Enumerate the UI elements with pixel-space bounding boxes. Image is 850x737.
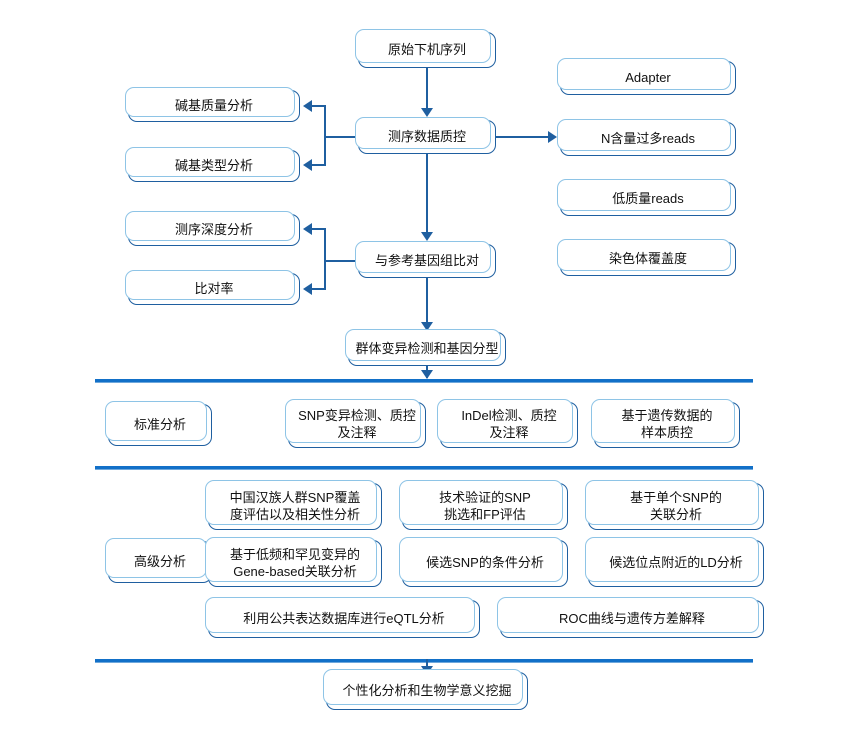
node-roc-genetic-variance-label: ROC曲线与遗传方差解释	[559, 610, 705, 626]
node-single-snp-association[interactable]: 基于单个SNP的 关联分析	[585, 480, 764, 530]
node-low-quality-reads[interactable]: 低质量reads	[557, 179, 736, 216]
node-gene-based-association-label: 基于低频和罕见变异的 Gene-based关联分析	[229, 546, 360, 579]
divider-final-analysis	[95, 659, 753, 664]
node-candidate-snp-conditional-label: 候选SNP的条件分析	[426, 555, 544, 571]
node-base-quality-analysis-label: 碱基质量分析	[174, 97, 253, 113]
node-indel-calling-qc-annotation-label: InDel检测、质控 及注释	[461, 408, 557, 440]
node-candidate-locus-ld-label: 候选位点附近的LD分析	[609, 555, 743, 571]
node-han-snp-coverage-correlation[interactable]: 中国汉族人群SNP覆盖 度评估以及相关性分析	[205, 480, 382, 530]
node-public-expression-eqtl[interactable]: 利用公共表达数据库进行eQTL分析	[205, 597, 480, 638]
node-genetic-data-sample-qc-label: 基于遗传数据的 样本质控	[621, 408, 713, 440]
node-validated-snp-fp-assessment[interactable]: 技术验证的SNP 挑选和FP评估	[399, 480, 568, 530]
node-base-type-analysis[interactable]: 碱基类型分析	[125, 147, 300, 182]
arrow-align-to-variant	[421, 322, 433, 331]
divider-standard-analysis	[95, 379, 753, 384]
node-sequencing-depth-analysis[interactable]: 测序深度分析	[125, 211, 300, 246]
connector-qc-to-align	[426, 154, 429, 234]
node-raw-sequence-label: 原始下机序列	[387, 41, 466, 57]
arrow-qc-to-base-type	[303, 159, 312, 171]
node-candidate-snp-conditional[interactable]: 候选SNP的条件分析	[399, 537, 568, 587]
node-snp-calling-qc-annotation-label: SNP变异检测、质控 及注释	[298, 408, 416, 440]
node-n-content-reads[interactable]: N含量过多reads	[557, 119, 736, 156]
node-adapter-label: Adapter	[625, 69, 671, 85]
connector-qc-left-bus	[324, 106, 327, 166]
arrow-raw-to-qc	[421, 108, 433, 117]
connector-align-to-variant	[426, 278, 429, 324]
node-sequencing-qc[interactable]: 测序数据质控	[355, 117, 496, 154]
node-alignment-rate-label: 比对率	[194, 280, 234, 296]
node-gene-based-association[interactable]: 基于低频和罕见变异的 Gene-based关联分析	[205, 537, 382, 587]
node-n-content-reads-label: N含量过多reads	[601, 130, 695, 146]
node-personalized-biological-mining-label: 个性化分析和生物学意义挖掘	[342, 682, 512, 698]
connector-align-left-stem	[324, 260, 358, 263]
connector-qc-to-n-reads	[496, 136, 548, 139]
node-genetic-data-sample-qc[interactable]: 基于遗传数据的 样本质控	[591, 399, 740, 448]
node-raw-sequence[interactable]: 原始下机序列	[355, 29, 496, 68]
connector-raw-to-qc	[426, 68, 429, 110]
node-advanced-analysis-label[interactable]: 高级分析	[105, 538, 212, 583]
node-chromosome-coverage[interactable]: 染色体覆盖度	[557, 239, 736, 276]
connector-align-left-bus	[324, 228, 327, 290]
node-low-quality-reads-label: 低质量reads	[612, 190, 684, 206]
node-population-variant-genotyping-label: 群体变异检测和基因分型	[355, 340, 499, 356]
node-alignment-rate[interactable]: 比对率	[125, 270, 300, 305]
node-sequencing-depth-analysis-label: 测序深度分析	[174, 221, 253, 237]
arrow-align-to-rate	[303, 283, 312, 295]
divider-advanced-analysis	[95, 466, 753, 471]
node-single-snp-association-label: 基于单个SNP的 关联分析	[630, 489, 722, 522]
node-snp-calling-qc-annotation[interactable]: SNP变异检测、质控 及注释	[285, 399, 426, 448]
node-personalized-biological-mining[interactable]: 个性化分析和生物学意义挖掘	[323, 669, 528, 710]
node-sequencing-qc-label: 测序数据质控	[387, 128, 466, 144]
standard-analysis-label-text: 标准分析	[133, 416, 186, 432]
node-roc-genetic-variance[interactable]: ROC曲线与遗传方差解释	[497, 597, 764, 638]
connector-qc-left-stem	[324, 136, 358, 139]
arrow-variant-to-standard	[421, 370, 433, 379]
node-reference-alignment-label: 与参考基因组比对	[374, 252, 479, 268]
node-population-variant-genotyping[interactable]: 群体变异检测和基因分型	[345, 329, 506, 366]
connector-align-to-rate	[312, 288, 326, 291]
node-base-type-analysis-label: 碱基类型分析	[174, 157, 253, 173]
advanced-analysis-label-text: 高级分析	[133, 553, 186, 569]
node-base-quality-analysis[interactable]: 碱基质量分析	[125, 87, 300, 122]
node-han-snp-coverage-correlation-label: 中国汉族人群SNP覆盖 度评估以及相关性分析	[229, 489, 361, 522]
connector-align-to-depth	[312, 228, 326, 231]
node-indel-calling-qc-annotation[interactable]: InDel检测、质控 及注释	[437, 399, 578, 448]
connector-qc-to-base-quality	[312, 105, 326, 108]
arrow-qc-to-align	[421, 232, 433, 241]
node-reference-alignment[interactable]: 与参考基因组比对	[355, 241, 496, 278]
arrow-align-to-depth	[303, 223, 312, 235]
arrow-qc-to-n-reads	[548, 131, 557, 143]
node-chromosome-coverage-label: 染色体覆盖度	[608, 250, 687, 266]
node-public-expression-eqtl-label: 利用公共表达数据库进行eQTL分析	[243, 610, 445, 626]
arrow-qc-to-base-quality	[303, 100, 312, 112]
node-validated-snp-fp-assessment-label: 技术验证的SNP 挑选和FP评估	[439, 489, 531, 522]
node-candidate-locus-ld[interactable]: 候选位点附近的LD分析	[585, 537, 764, 587]
node-standard-analysis-label[interactable]: 标准分析	[105, 401, 212, 446]
connector-qc-to-base-type	[312, 164, 326, 167]
node-adapter[interactable]: Adapter	[557, 58, 736, 95]
